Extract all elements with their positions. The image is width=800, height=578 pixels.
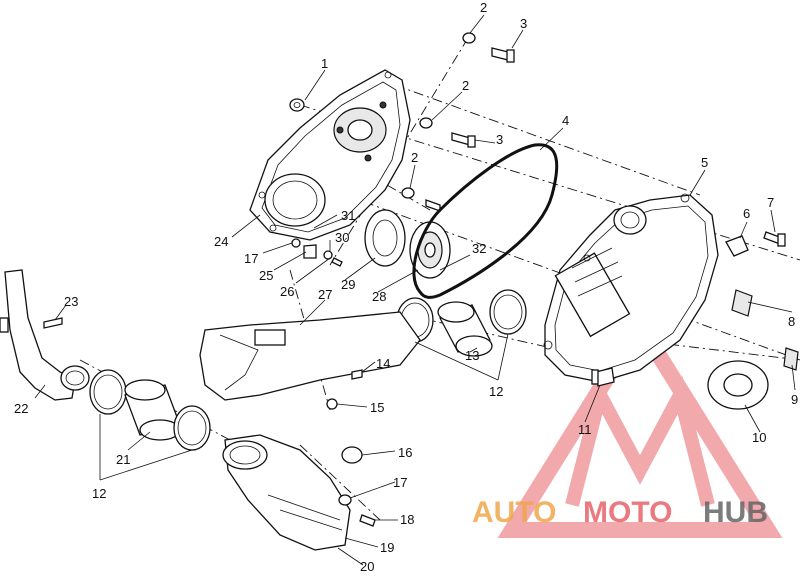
upper-duct-and-clamps xyxy=(396,289,527,357)
callout-12: 12 xyxy=(489,384,503,399)
callout-2: 2 xyxy=(480,0,487,15)
bolt-11 xyxy=(591,367,615,387)
callout-25: 25 xyxy=(259,268,273,283)
callout-30: 30 xyxy=(335,230,349,245)
callout-28: 28 xyxy=(372,289,386,304)
callout-27: 27 xyxy=(318,287,332,302)
fasteners-top xyxy=(289,32,515,267)
screw-23 xyxy=(43,317,63,329)
callout-22: 22 xyxy=(14,401,28,416)
callout-11: 11 xyxy=(578,422,592,437)
callout-6: 6 xyxy=(743,206,750,221)
leader-lines xyxy=(34,14,796,566)
outer-clutch-cover xyxy=(543,193,719,383)
screws-14-15 xyxy=(326,369,363,410)
callout-17: 17 xyxy=(393,475,407,490)
callout-32: 32 xyxy=(472,241,486,256)
callout-15: 15 xyxy=(370,400,384,415)
callout-20: 20 xyxy=(360,559,374,573)
callout-labels: 1 2 3 2 3 2 4 5 6 7 8 9 10 11 12 12 13 1… xyxy=(14,0,798,574)
callout-7: 7 xyxy=(767,195,774,210)
watermark-auto: AUTO xyxy=(472,496,556,529)
watermark-hub: HUB xyxy=(703,496,768,529)
inner-cover-plate xyxy=(249,69,411,241)
seal-and-pulley xyxy=(364,209,451,279)
callout-4: 4 xyxy=(562,113,569,128)
callout-31: 31 xyxy=(341,208,355,223)
callout-26: 26 xyxy=(280,284,294,299)
watermark-moto: MOTO xyxy=(583,496,672,529)
callout-19: 19 xyxy=(380,540,394,555)
callout-5: 5 xyxy=(701,155,708,170)
callout-8: 8 xyxy=(788,314,795,329)
callout-18: 18 xyxy=(400,512,414,527)
drive-belt xyxy=(412,143,559,299)
callout-24: 24 xyxy=(214,234,228,249)
callout-3: 3 xyxy=(520,16,527,31)
cover-fittings xyxy=(707,231,799,410)
callout-2: 2 xyxy=(462,78,469,93)
lower-tube-and-clamps xyxy=(89,369,211,451)
callout-9: 9 xyxy=(791,392,798,407)
callout-1: 1 xyxy=(321,56,328,71)
callout-12: 12 xyxy=(92,486,106,501)
callout-16: 16 xyxy=(398,445,412,460)
watermark-text: AUTO MOTO HUB xyxy=(472,496,768,529)
callout-29: 29 xyxy=(341,277,355,292)
watermark-logo xyxy=(497,309,783,538)
left-duct-22 xyxy=(0,269,90,401)
callout-17: 17 xyxy=(244,251,258,266)
airbox-20 xyxy=(222,434,351,551)
callout-21: 21 xyxy=(116,452,130,467)
intake-duct-27 xyxy=(199,311,421,401)
airbox-fittings xyxy=(338,446,376,527)
callout-14: 14 xyxy=(376,356,390,371)
callout-13: 13 xyxy=(465,348,479,363)
callout-3: 3 xyxy=(496,132,503,147)
callout-23: 23 xyxy=(64,294,78,309)
callout-10: 10 xyxy=(752,430,766,445)
callout-2: 2 xyxy=(411,150,418,165)
